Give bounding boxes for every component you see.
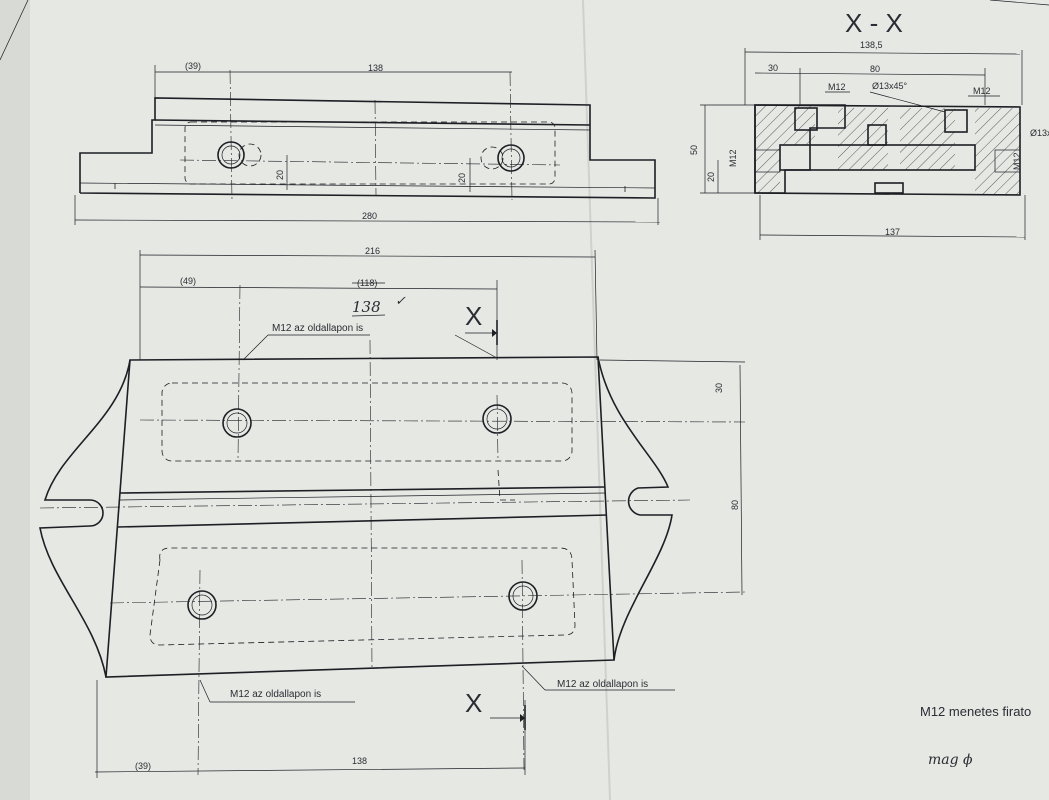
top-hole-4: [508, 581, 538, 611]
dim-top-left-paren: (49): [180, 276, 196, 286]
sheet-border: [0, 0, 29, 61]
dim-top-check: ✓: [395, 294, 406, 309]
dim-top-bottom-pitch: 138: [352, 756, 367, 766]
dim-sec-overall: 138,5: [860, 40, 883, 50]
dim-sec-height: 50: [689, 145, 699, 155]
paper-fold: [582, 0, 611, 800]
dim-side-h-left: 20: [275, 170, 285, 180]
note-bottom-left-callout: M12 az oldallapon is: [230, 689, 321, 700]
section-view: X - X 138,5 30 8: [689, 8, 1049, 240]
dim-sec-thread-top-right: M12: [973, 86, 991, 96]
section-marker-top: X: [465, 301, 482, 331]
note-top-callout: M12 az oldallapon is: [272, 323, 363, 334]
dim-top-bottom-left-paren: (39): [135, 761, 151, 771]
dim-sec-inner: 80: [870, 64, 880, 74]
top-hole-2: [482, 404, 512, 434]
dim-top-corrected: 138: [352, 298, 381, 316]
footer-note: M12 menetes firato: [920, 704, 1031, 719]
side-view: (39) 138 20 20 280: [74, 61, 661, 225]
dim-top-offset: 30: [714, 383, 724, 393]
dim-sec-thread-side-left: M12: [728, 149, 738, 167]
dim-top-overall: 216: [365, 246, 380, 256]
dim-top-center-span: 80: [730, 500, 740, 510]
sheet-frame-top-right: [989, 0, 1049, 6]
side-hole-right: [497, 144, 525, 172]
section-marker-bottom: X: [465, 688, 482, 718]
dim-sec-chamfer-right: Ø13x: [1030, 128, 1049, 138]
paper-shade: [0, 0, 30, 800]
section-title: X - X: [845, 8, 903, 38]
dim-sec-left-offset: 30: [768, 63, 778, 73]
top-view: 216 (49) (118) 138 ✓ 30 80 (39) 138 M12 …: [39, 246, 746, 778]
note-bottom-right-callout: M12 az oldallapon is: [557, 679, 648, 690]
dim-sec-thread-side-right: M12: [1012, 152, 1022, 170]
dim-sec-bottom: 137: [885, 227, 900, 237]
top-hole-3: [187, 590, 217, 620]
side-hole-left: [217, 141, 245, 169]
dim-sec-chamfer: Ø13x45°: [872, 81, 908, 91]
dim-side-left-paren: (39): [185, 61, 201, 71]
signature: mag ϕ: [928, 752, 973, 768]
dim-side-h-right: 20: [457, 173, 467, 183]
dim-sec-thread-top-left: M12: [828, 82, 846, 92]
dim-sec-hole-height: 20: [706, 172, 716, 182]
dim-side-pitch: 138: [368, 63, 383, 73]
dim-side-overall: 280: [362, 211, 377, 221]
top-hole-1: [222, 408, 252, 438]
